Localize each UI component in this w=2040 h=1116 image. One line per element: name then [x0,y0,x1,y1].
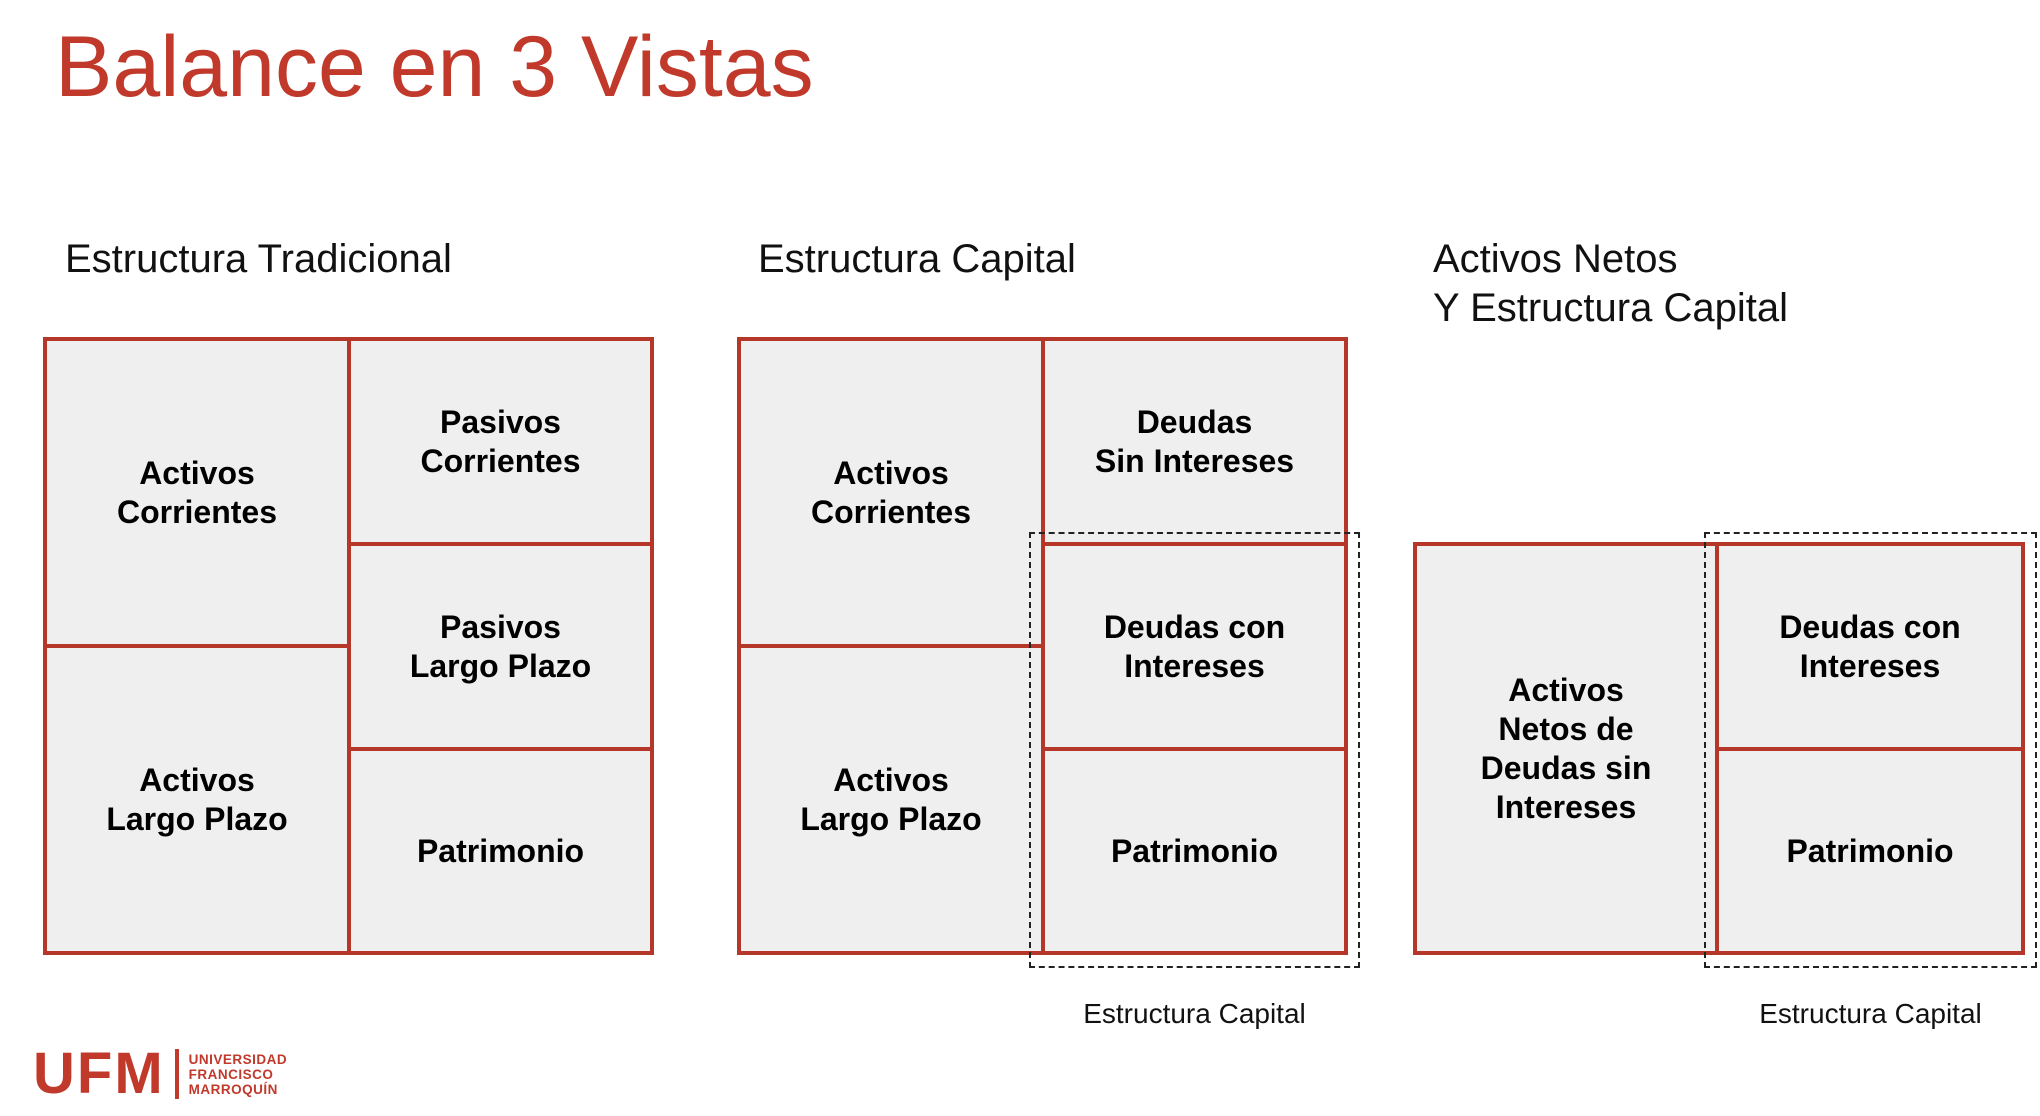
pasivos-largo-plazo-box: Pasivos Largo Plazo [347,542,654,751]
view-3-heading-line1: Activos Netos [1433,237,1678,281]
logo-mark: UFM [33,1041,165,1106]
logo-line-3: MARROQUÍN [188,1081,278,1097]
activos-largo-plazo-box: Activos Largo Plazo [737,644,1045,955]
patrimonio-box: Patrimonio [1041,747,1348,955]
activos-corrientes-box: Activos Corrientes [43,337,351,648]
logo-text: UNIVERSIDAD FRANCISCO MARROQUÍN [189,1052,288,1097]
deudas-sin-intereses-box: Deudas Sin Intereses [1041,337,1348,546]
activos-netos-box: Activos Netos de Deudas sin Intereses [1413,542,1719,955]
capital-structure-caption: Estructura Capital [1759,998,1982,1029]
activos-largo-plazo-box: Activos Largo Plazo [43,644,351,955]
patrimonio-box: Patrimonio [347,747,654,955]
view-1-heading: Estructura Tradicional [65,237,452,281]
logo-divider [174,1049,179,1099]
ufm-logo: UFM UNIVERSIDAD FRANCISCO MARROQUÍN [33,1045,287,1103]
capital-structure-group-outline [1029,532,1360,968]
view-2-heading: Estructura Capital [758,237,1076,281]
activos-corrientes-box: Activos Corrientes [737,337,1045,648]
logo-line-2: FRANCISCO [188,1066,274,1082]
view-3-heading-line2: Y Estructura Capital [1433,286,1788,330]
deudas-con-intereses-box: Deudas con Intereses [1715,542,2025,751]
patrimonio-box: Patrimonio [1715,747,2025,955]
page-title: Balance en 3 Vistas [55,19,814,115]
view-3-heading: Activos Netos Y Estructura Capital [1433,235,1788,333]
logo-line-1: UNIVERSIDAD [188,1051,288,1067]
pasivos-corrientes-box: Pasivos Corrientes [347,337,654,546]
capital-structure-group-outline [1704,532,2037,968]
capital-structure-caption: Estructura Capital [1083,998,1306,1029]
